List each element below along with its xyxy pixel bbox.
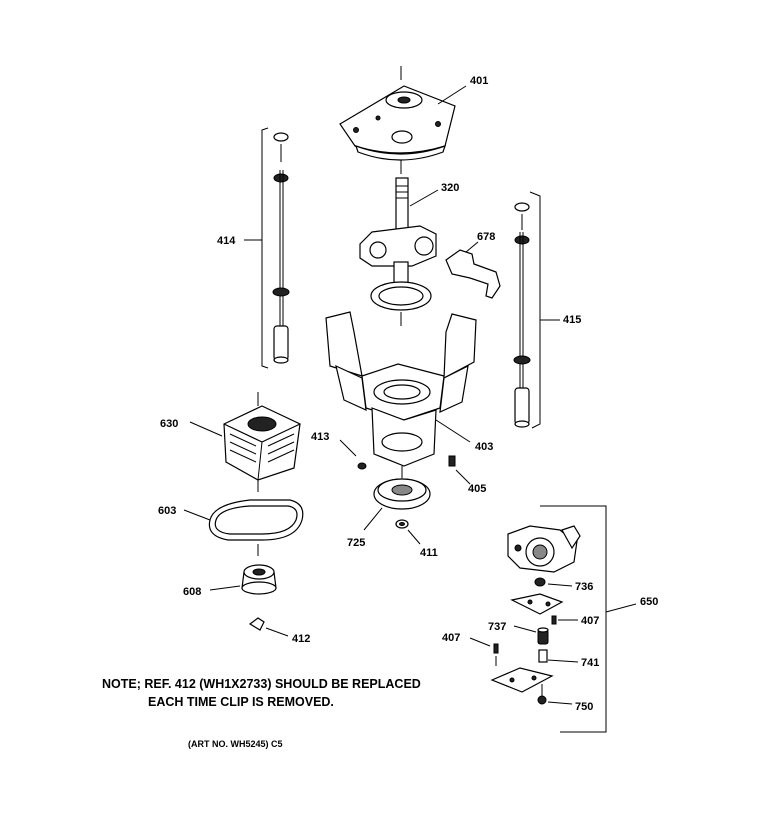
callout-630: 630	[160, 418, 178, 430]
part-lower-bracket	[490, 667, 554, 696]
part-405-bolt	[448, 455, 471, 485]
part-412-clip	[248, 617, 289, 637]
part-414-suspension-rod	[244, 127, 290, 369]
part-411-nut	[395, 519, 421, 545]
callout-415: 415	[563, 314, 581, 326]
part-407-screw-left	[469, 637, 499, 666]
callout-650: 650	[640, 596, 658, 608]
callout-737: 737	[488, 621, 506, 633]
callout-414: 414	[217, 235, 236, 247]
part-407-screw-right	[551, 615, 578, 625]
part-650-pump-assembly	[507, 505, 637, 733]
callout-405: 405	[468, 483, 486, 495]
part-415-suspension-rod	[513, 191, 560, 429]
callout-403: 403	[475, 441, 493, 453]
callout-401: 401	[470, 75, 488, 87]
part-750-nut	[537, 695, 573, 705]
part-725-pulley	[363, 466, 431, 531]
callout-407-left: 407	[442, 632, 460, 644]
part-403-platform	[325, 311, 477, 467]
part-401-cover	[339, 66, 467, 161]
callout-678: 678	[477, 231, 495, 243]
callout-412: 412	[292, 633, 310, 645]
callout-603: 603	[158, 505, 176, 517]
part-630-motor	[189, 392, 301, 492]
callout-750: 750	[575, 701, 593, 713]
replacement-note-line-2: EACH TIME CLIP IS REMOVED.	[148, 695, 334, 709]
part-736-grommet	[534, 577, 573, 587]
callout-741: 741	[581, 657, 599, 669]
callout-413: 413	[311, 431, 329, 443]
replacement-note-line-1: NOTE; REF. 412 (WH1X2733) SHOULD BE REPL…	[102, 677, 421, 691]
part-741-spacer	[538, 649, 579, 663]
callout-736: 736	[575, 581, 593, 593]
callout-725: 725	[347, 537, 365, 549]
callout-411: 411	[420, 547, 438, 559]
part-603-belt	[183, 499, 304, 556]
callout-320: 320	[441, 182, 459, 194]
part-608-drive-pulley	[209, 564, 277, 595]
part-678-clip	[445, 241, 501, 299]
part-320-transmission	[359, 160, 439, 326]
art-number: (ART NO. WH5245) C5	[188, 739, 283, 749]
callout-407-right: 407	[581, 615, 599, 627]
callout-608: 608	[183, 586, 201, 598]
part-737-mount	[513, 625, 549, 645]
part-pump-bracket	[510, 593, 564, 615]
part-413-nut	[339, 439, 367, 470]
